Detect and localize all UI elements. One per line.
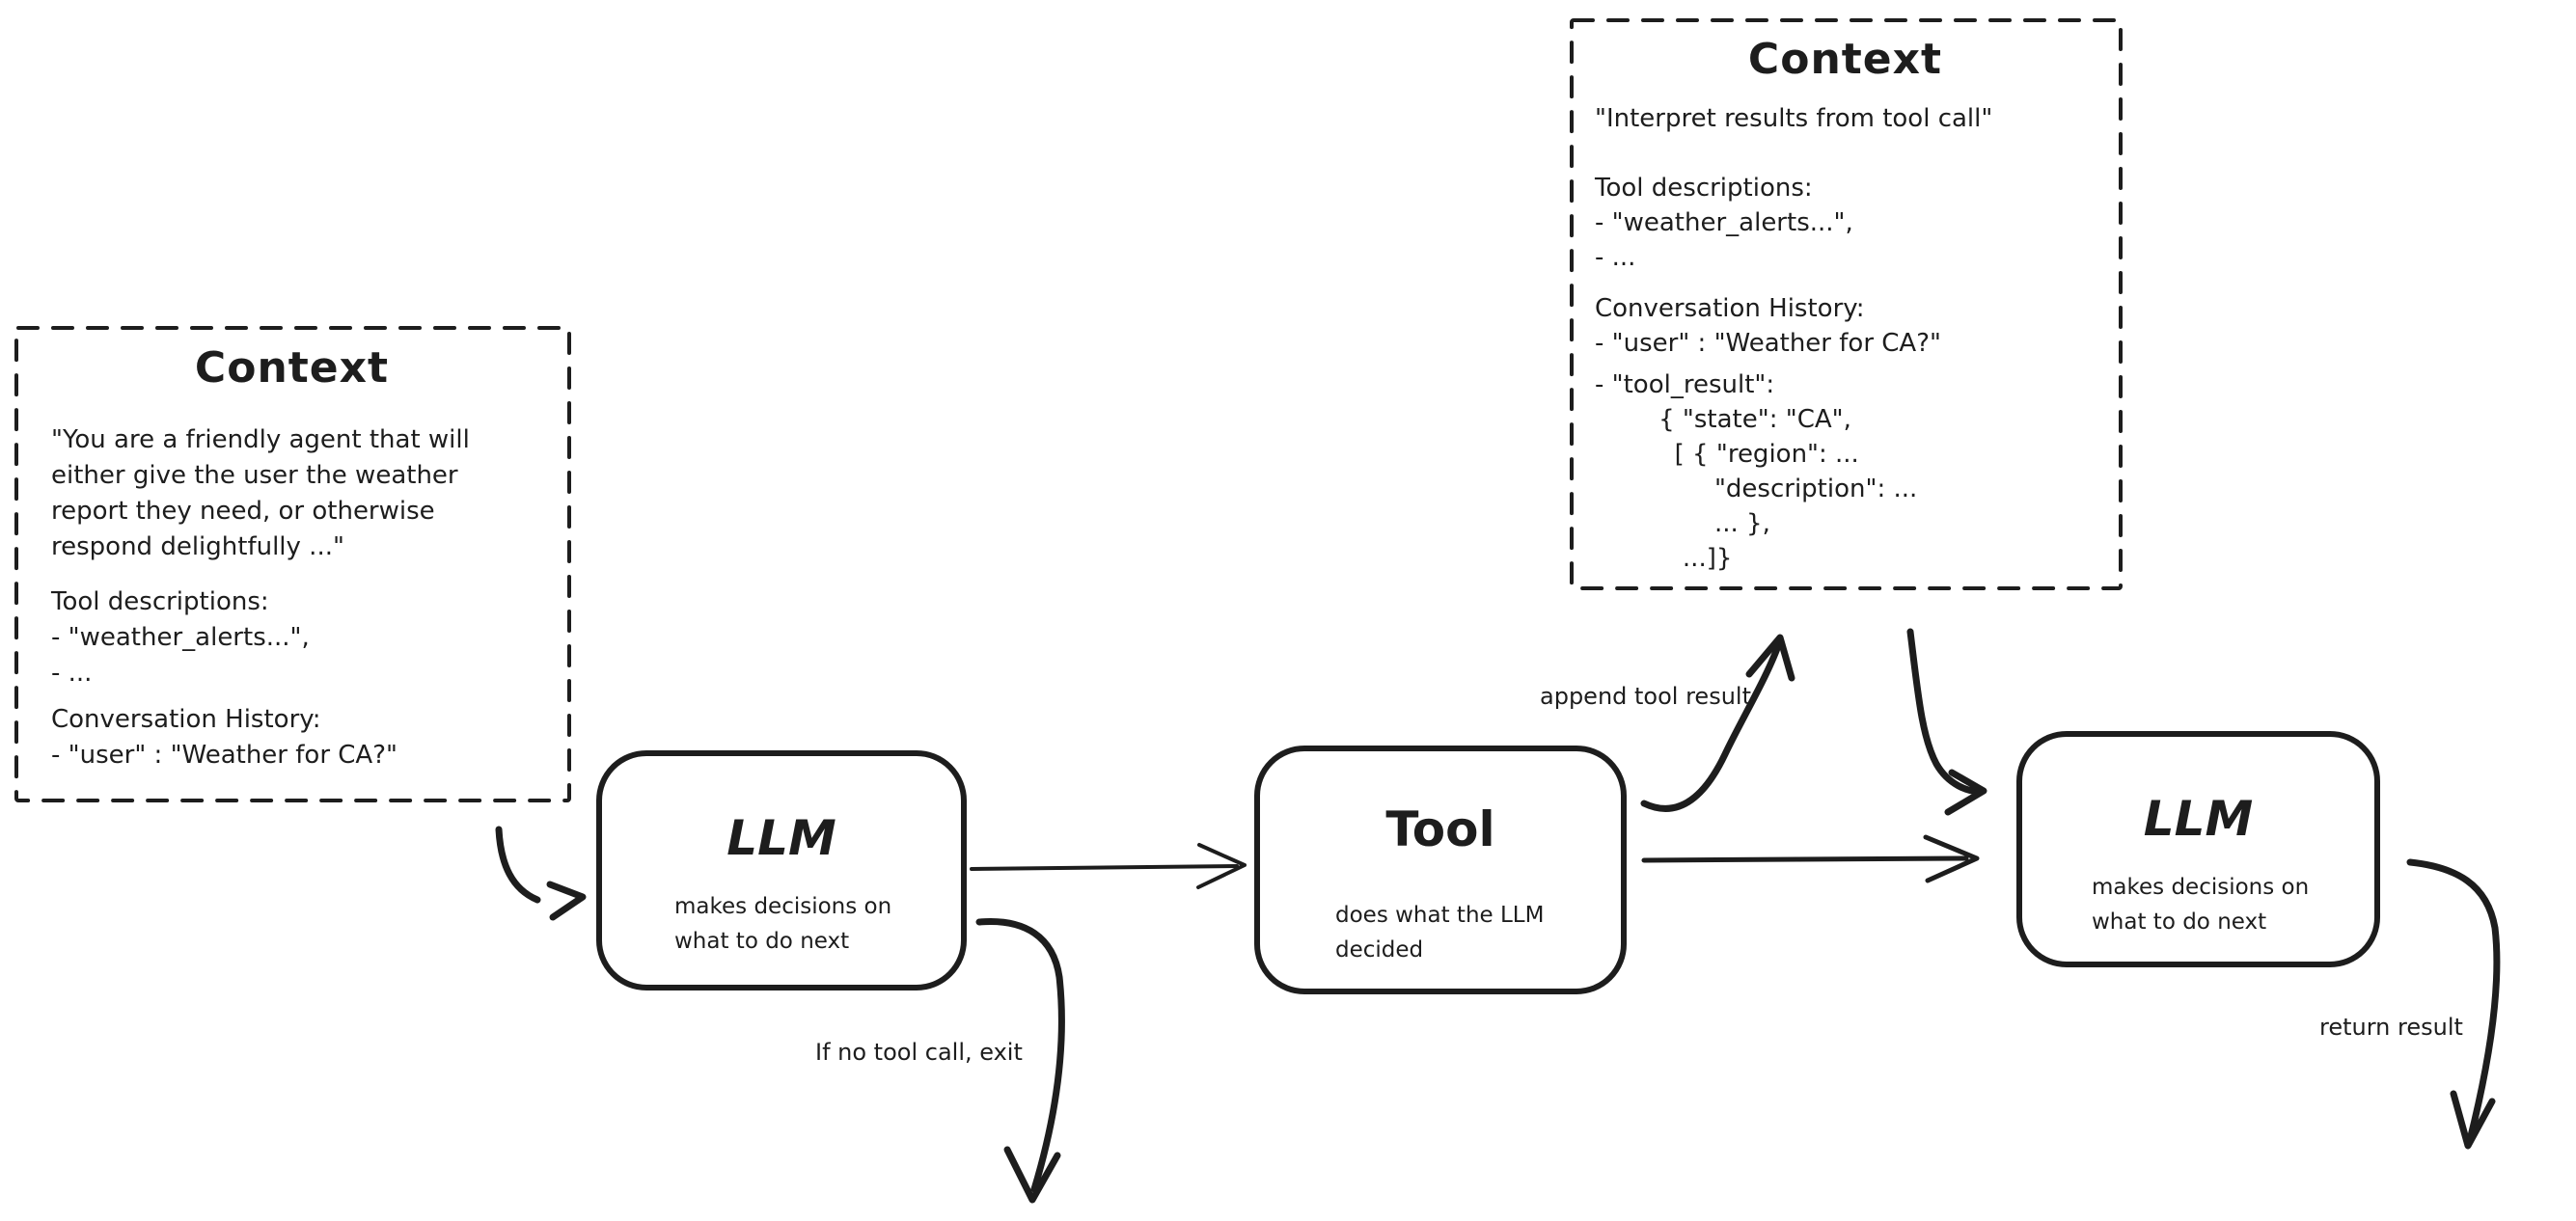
context-left-box: Context "You are a friendly agent that w… bbox=[14, 326, 569, 800]
arrow-llm2-return-head bbox=[2450, 1090, 2496, 1150]
arrow-tool-to-context-top bbox=[1640, 637, 1784, 812]
context-left-system-prompt: "You are a friendly agent that will eith… bbox=[51, 425, 470, 561]
arrow-llm1-to-tool bbox=[970, 864, 1239, 871]
arrow-tool-to-context-top-head bbox=[1745, 634, 1795, 682]
llm1-node: LLM makes decisions on what to do next bbox=[596, 750, 967, 990]
context-left-conversation-history: Conversation History: - "user" : "Weathe… bbox=[51, 705, 397, 770]
llm2-subtitle: makes decisions on what to do next bbox=[2092, 875, 2310, 935]
context-top-conversation-history: Conversation History: - "user" : "Weathe… bbox=[1595, 294, 1941, 358]
context-left-body: "You are a friendly agent that will eith… bbox=[51, 422, 560, 773]
llm1-title: LLM bbox=[726, 810, 836, 866]
arrow-context-top-to-llm2-head bbox=[1944, 769, 1987, 816]
tool-subtitle: does what the LLM decided bbox=[1335, 903, 1545, 963]
context-top-system-prompt: "Interpret results from tool call" bbox=[1595, 104, 1993, 133]
context-top-body: "Interpret results from tool call" Tool … bbox=[1595, 101, 2111, 576]
llm1-subtitle: makes decisions on what to do next bbox=[674, 894, 892, 954]
context-left-tool-descriptions: Tool descriptions: - "weather_alerts..."… bbox=[51, 587, 310, 688]
arrow-context-left-to-llm1-head bbox=[546, 881, 587, 921]
arrow-llm2-return bbox=[2406, 858, 2501, 1144]
label-if-no-tool-call-exit: If no tool call, exit bbox=[815, 1039, 1023, 1066]
context-left-border bbox=[14, 326, 571, 802]
arrow-context-left-to-llm1 bbox=[495, 826, 541, 904]
arrow-llm1-exit-head bbox=[1003, 1146, 1061, 1204]
arrow-tool-to-llm2-head bbox=[1923, 834, 1980, 883]
label-append-tool-result: append tool result bbox=[1540, 683, 1751, 710]
context-top-tool-descriptions: Tool descriptions: - "weather_alerts..."… bbox=[1595, 174, 1853, 272]
context-top-box: Context "Interpret results from tool cal… bbox=[1570, 19, 2121, 589]
context-top-tool-result: - "tool_result": { "state": "CA", [ { "r… bbox=[1595, 370, 1918, 573]
tool-node: Tool does what the LLM decided bbox=[1254, 746, 1627, 994]
context-top-border bbox=[1570, 18, 2123, 590]
context-top-title: Context bbox=[1747, 35, 1943, 84]
llm2-title: LLM bbox=[2143, 791, 2254, 847]
llm2-node: LLM makes decisions on what to do next bbox=[2016, 731, 2380, 967]
arrow-context-top-to-llm2 bbox=[1906, 628, 1985, 795]
label-return-result: return result bbox=[2319, 1014, 2463, 1041]
tool-title: Tool bbox=[1385, 801, 1495, 857]
arrow-llm1-exit bbox=[975, 918, 1065, 1193]
arrow-tool-to-llm2 bbox=[1641, 855, 1969, 863]
context-left-title: Context bbox=[194, 343, 390, 393]
arrow-llm1-to-tool-head bbox=[1196, 843, 1247, 889]
